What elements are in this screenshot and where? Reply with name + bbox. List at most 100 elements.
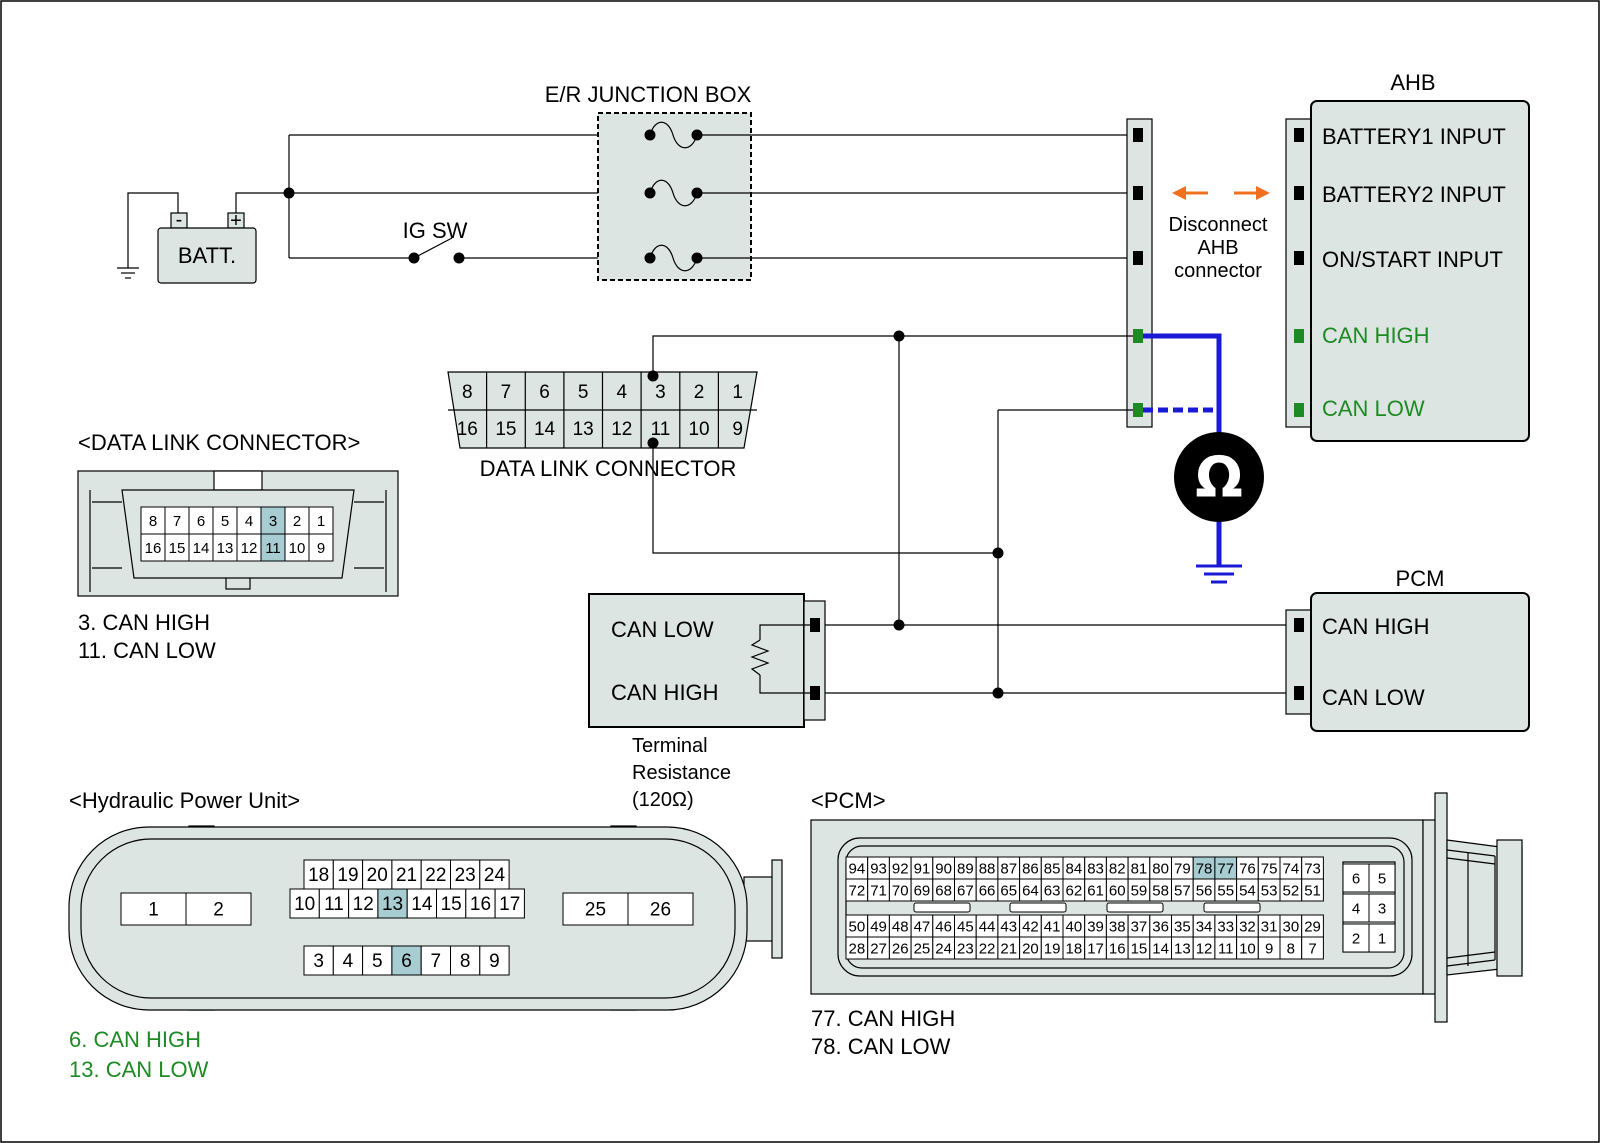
pcm-pin-label-82: 82 [1109,861,1126,878]
dlc-center-pin-label-1: 1 [732,382,743,403]
wire-can-high-bus [652,335,1133,372]
pcm-key-rib [913,902,971,913]
pcm-power-pin-cell-6 [1342,863,1370,893]
pcm-power-pin-cell-1 [1368,923,1396,953]
pcm-pin-label-70: 70 [892,883,909,900]
pcm-connector-lever-end [1496,839,1523,977]
pcm-pin-label-67: 67 [957,883,974,900]
pcm-label-can-low: CAN LOW [1322,685,1425,710]
hpu-shell-inner [80,838,736,999]
pcm-pin-can-low [1294,686,1304,700]
dlc-left-pin-label-16: 16 [145,540,162,557]
pcm-pin-label-78: 78 [1196,861,1213,878]
disconnect-label-1: Disconnect [1169,214,1268,236]
dlc-left-title: <DATA LINK CONNECTOR> [78,430,360,455]
pcm-pin-label-13: 13 [1174,941,1191,958]
hpu-pin-label-24: 24 [484,865,506,886]
pcm-pin-label-41: 41 [1044,919,1061,936]
dlc-center-pin-label-10: 10 [688,419,709,440]
hpu-tab [743,876,777,942]
pcm-connector-lever-lines [1446,849,1496,967]
terminal-caption-1: Terminal [632,735,708,757]
pcm-pin-label-52: 52 [1283,883,1300,900]
dlc-left-pin-cell-16 [140,533,166,562]
hpu-pin-label-17: 17 [499,894,520,915]
dlc-center-title: DATA LINK CONNECTOR [480,456,737,481]
pcm-pin-label-74: 74 [1283,861,1300,878]
pcm-note-can-high: 77. CAN HIGH [811,1006,955,1031]
hpu-title: <Hydraulic Power Unit> [69,788,300,813]
ahb-label-battery2: BATTERY2 INPUT [1322,182,1506,207]
pcm-pin-label-12: 12 [1196,941,1213,958]
ahb-pin-can-low [1294,403,1304,417]
pcm-pin-label-77: 77 [1217,861,1234,878]
ahb-label-onstart: ON/START INPUT [1322,247,1503,272]
hpu-pin-cell-26 [627,892,694,926]
hpu-pin-label-6: 6 [401,951,412,972]
hpu-pin-cell-24 [479,859,510,890]
pcm-pin-label-19: 19 [1044,941,1061,958]
pcm-power-pin-label-1: 1 [1378,931,1386,948]
wire-dlc-can-low [652,445,998,554]
dlc-center-pin-label-8: 8 [462,382,473,403]
hpu-pin-label-12: 12 [353,894,374,915]
hpu-pin-label-22: 22 [425,865,446,886]
hpu-pin-cell-19 [332,859,364,890]
hpu-pin-cell-2 [185,892,252,926]
dlc-center-pin11-tap [647,437,659,449]
resistor-icon [750,639,770,676]
pcm-pin-label-59: 59 [1131,883,1148,900]
pcm-pin-label-11: 11 [1218,941,1234,958]
pcm-pin-label-18: 18 [1066,941,1083,958]
dlc-center-pin-label-5: 5 [578,382,589,403]
pcm-pin-label-73: 73 [1304,861,1321,878]
hpu-pin-cell-13 [377,888,408,919]
hpu-pin-label-26: 26 [650,900,671,921]
dlc-center-pin-label-9: 9 [732,419,743,440]
dlc-left-pin-cell-11 [260,533,286,562]
dlc-left-pin-label-10: 10 [289,540,306,557]
dlc-center-pin-label-16: 16 [457,419,478,440]
hpu-pin-cell-15 [436,888,467,919]
dlc-left-pin-label-2: 2 [293,513,301,530]
pcm-pin-label-65: 65 [1000,883,1017,900]
ahb-harness-connector[interactable] [1126,118,1153,428]
hpu-pin-cell-25 [562,892,629,926]
hpu-pin-label-11: 11 [324,894,344,915]
dlc-center-pin-label-13: 13 [573,419,594,440]
dlc-center-pin3-tap [647,370,659,382]
dlc-left-pin-cell-2 [284,506,310,535]
pcm-label-can-high: CAN HIGH [1322,614,1430,639]
pcm-pin-label-51: 51 [1304,883,1321,900]
pcm-pin-label-48: 48 [892,919,909,936]
hpu-pin-label-21: 21 [396,865,417,886]
pcm-power-pin-cell-3 [1368,893,1396,923]
dlc-left-pin-label-8: 8 [149,513,157,530]
pcm-power-pin-label-6: 6 [1352,871,1360,888]
pcm-power-pin-cell-2 [1342,923,1370,953]
splice-can-high-top [893,330,905,342]
pcm-pin-label-57: 57 [1174,883,1191,900]
pcm-pin-label-54: 54 [1239,883,1256,900]
dlc-left-top-notch [213,470,263,491]
terminal-pin-can-low [810,686,820,700]
hpu-pin-label-5: 5 [372,951,383,972]
battery-label: BATT. [178,243,236,268]
hpu-pin-cell-12 [348,888,379,919]
pcm-pin-label-21: 21 [1000,941,1017,958]
pcm-pin-label-60: 60 [1109,883,1126,900]
pcm-pin-label-16: 16 [1109,941,1126,958]
ahb-pin-battery2 [1294,186,1304,200]
pcm-title: PCM [1396,566,1445,591]
terminal-resistance-body [588,593,805,728]
dlc-center-pin-label-2: 2 [694,382,705,403]
pcm-pin-label-28: 28 [849,941,866,958]
dlc-left-pin-cell-8 [140,506,166,535]
pcm-pin-label-23: 23 [957,941,974,958]
dlc-center-pin-label-6: 6 [539,382,550,403]
